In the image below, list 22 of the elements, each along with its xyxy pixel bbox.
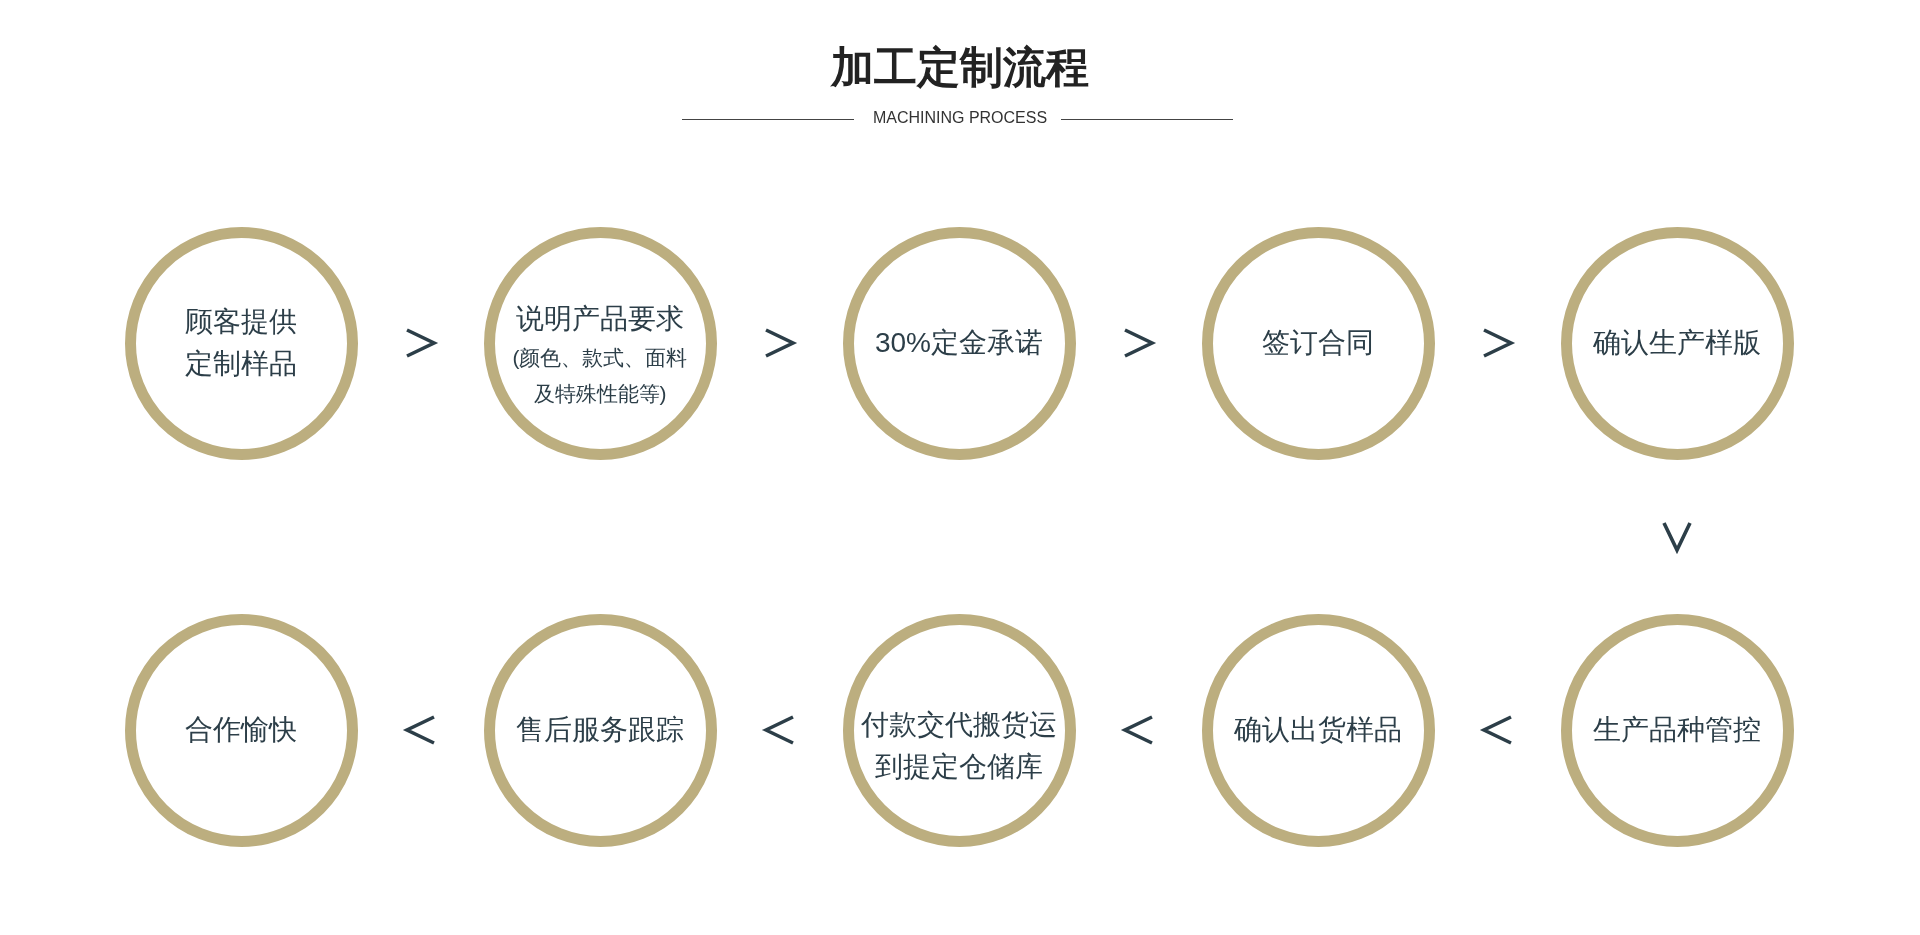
step-label: 签订合同 — [1261, 326, 1375, 360]
step-label: 付款交代搬货运到提定仓储库 — [860, 708, 1058, 784]
chevron-arrow — [761, 715, 794, 745]
step-label: 确认出货样品 — [1233, 713, 1403, 747]
chevron-arrow — [1479, 715, 1512, 745]
step-label: 生产品种管控 — [1592, 713, 1762, 747]
step-label: 合作愉快 — [184, 713, 298, 747]
chevron-arrow — [1662, 522, 1692, 555]
step-label: 售后服务跟踪 — [515, 713, 685, 747]
chevron-arrow — [1124, 328, 1157, 358]
step-note: (颜色、款式、面料及特殊性能等) — [511, 345, 689, 407]
subtitle: MACHINING PROCESS — [872, 108, 1048, 128]
step-label: 确认生产样版 — [1592, 326, 1762, 360]
chevron-arrow — [765, 328, 798, 358]
chevron-arrow — [406, 328, 439, 358]
step-label: 30%定金承诺 — [873, 326, 1044, 360]
title: 加工定制流程 — [829, 42, 1090, 92]
step-label: 说明产品要求 — [515, 302, 685, 336]
chevron-arrow — [1120, 715, 1153, 745]
step-label: 顾客提供定制样品 — [184, 305, 298, 381]
chevron-arrow — [1483, 328, 1516, 358]
chevron-arrow — [402, 715, 435, 745]
